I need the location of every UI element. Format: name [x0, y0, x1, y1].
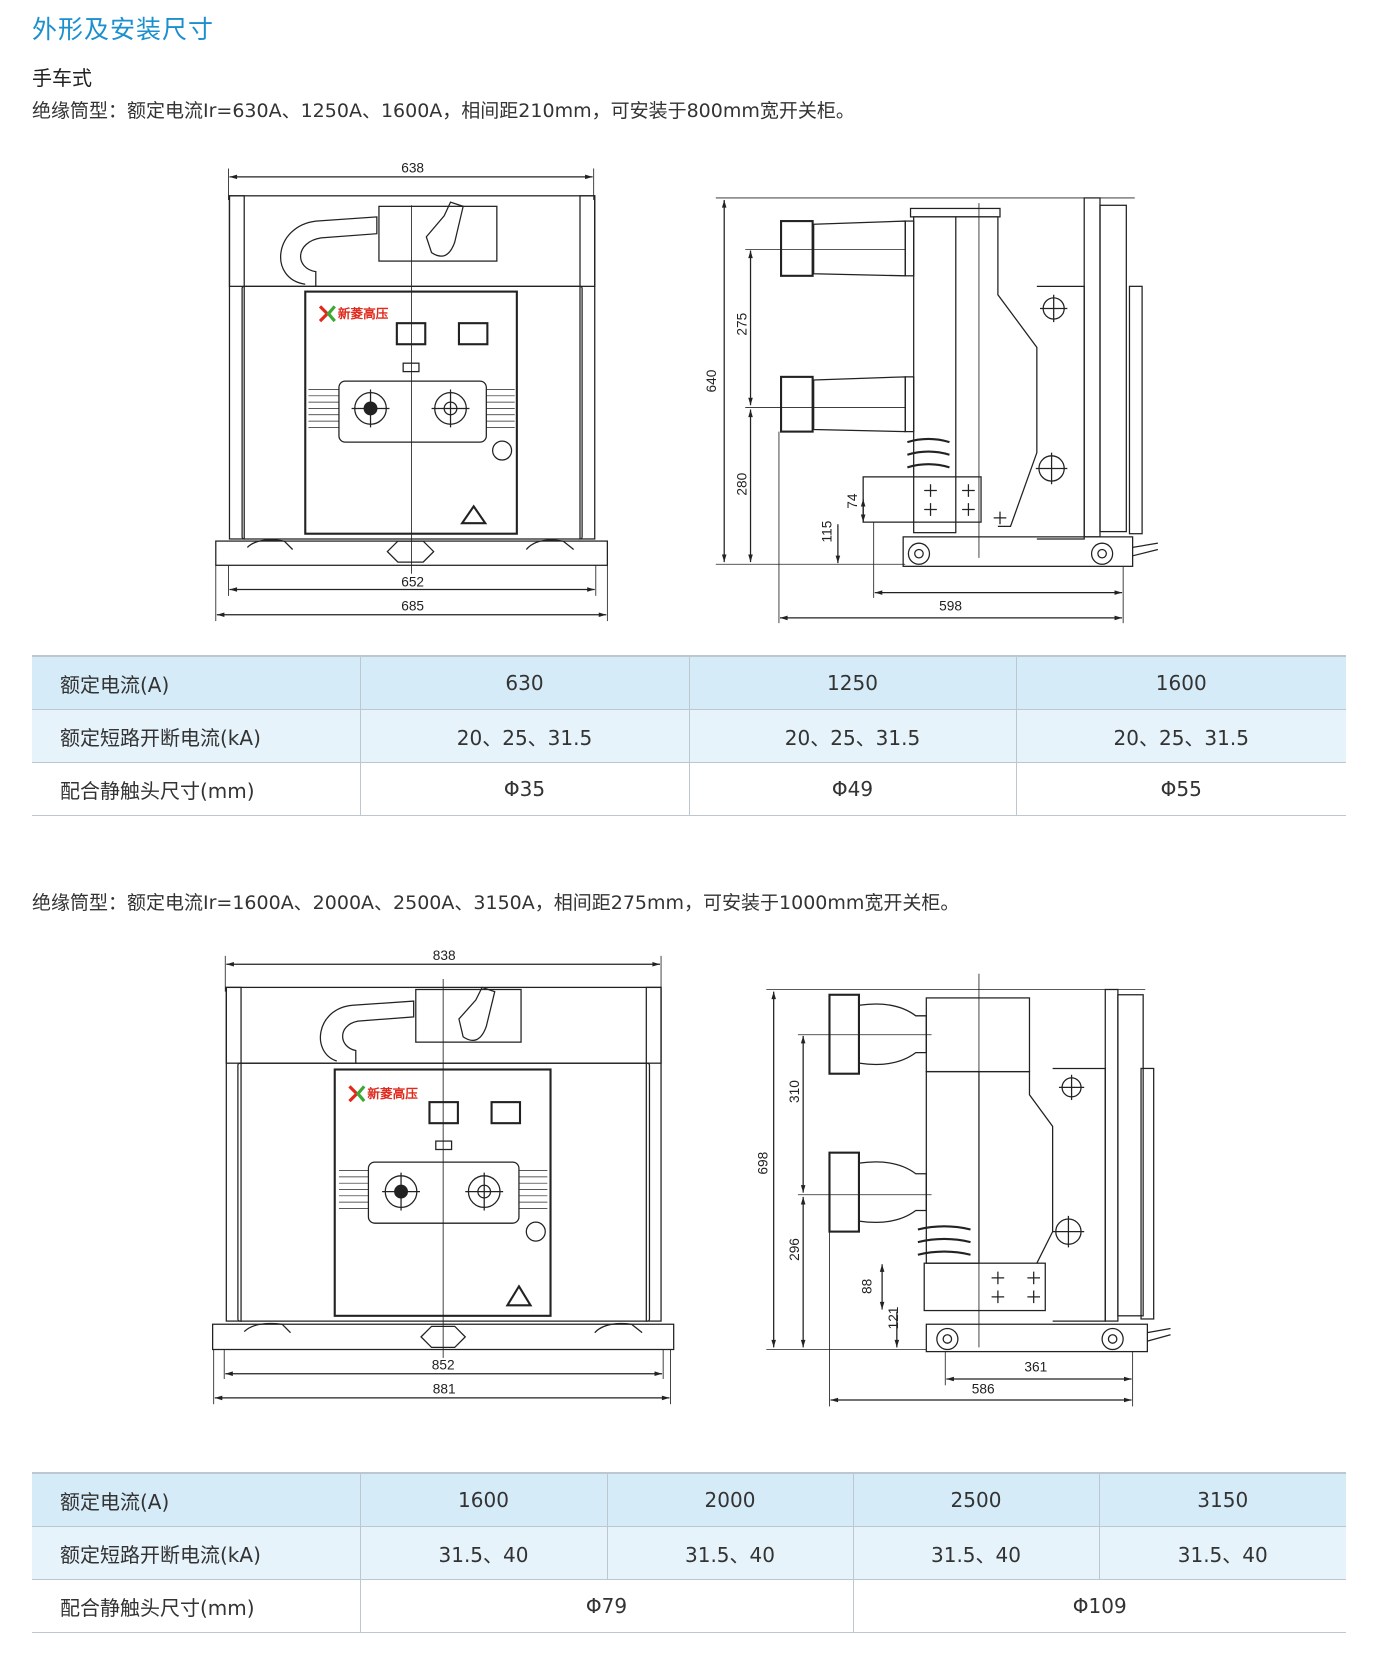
- spec-table-2: 额定电流(A) 1600 2000 2500 3150 额定短路开断电流(kA)…: [32, 1472, 1346, 1633]
- drawing2-front-view: 838 新菱高压 852 881: [212, 948, 675, 1405]
- svg-text:852: 852: [432, 1358, 455, 1373]
- logo: 新菱高压: [348, 1085, 418, 1103]
- trolley: [902, 536, 1134, 567]
- svg-text:640: 640: [704, 369, 719, 392]
- table-cell: 1250: [688, 655, 1016, 710]
- row-label: 配合静触头尺寸(mm): [32, 762, 360, 816]
- logo: 新菱高压: [318, 305, 389, 323]
- table-row: 配合静触头尺寸(mm) Φ79 Φ109: [32, 1579, 1346, 1633]
- control-panel: [304, 290, 518, 535]
- mechanism-box: [415, 988, 522, 1043]
- svg-text:598: 598: [939, 599, 962, 614]
- section-subtitle: 手车式: [32, 66, 92, 90]
- drawing1-front-view: 638 新菱高压 652 685: [215, 161, 608, 622]
- pole-column: [913, 216, 957, 534]
- table-cell: 20、25、31.5: [359, 709, 689, 763]
- table-cell: 630: [359, 655, 689, 710]
- page-title: 外形及安装尺寸: [32, 15, 215, 44]
- lower-bushing: [779, 375, 915, 433]
- drawing2-side-view: 698 310 296 88 121 361 586: [755, 973, 1171, 1407]
- table-cell: 2000: [606, 1472, 853, 1527]
- svg-text:838: 838: [433, 948, 456, 963]
- breaker-body: [241, 285, 583, 540]
- svg-text:310: 310: [787, 1080, 802, 1103]
- table-cell: 20、25、31.5: [1015, 709, 1346, 763]
- section2-description: 绝缘筒型：额定电流Ir=1600A、2000A、2500A、3150A，相间距2…: [32, 892, 960, 914]
- table-row: 配合静触头尺寸(mm) Φ35 Φ49 Φ55: [32, 762, 1346, 816]
- row-label: 额定电流(A): [32, 1472, 360, 1527]
- table-cell: 31.5、40: [1098, 1526, 1346, 1580]
- svg-text:88: 88: [860, 1278, 875, 1294]
- mechanism-box: [378, 205, 498, 262]
- svg-text:296: 296: [787, 1238, 802, 1261]
- contact-box: [923, 1262, 1046, 1312]
- table-cell: 1600: [359, 1472, 607, 1527]
- table-cell: Φ49: [688, 762, 1016, 816]
- drawing1-side-view: 640 275 280 74 115 598: [704, 197, 1159, 624]
- dimension-label: 685: [401, 599, 424, 614]
- table-cell: Φ35: [359, 762, 689, 816]
- svg-text:121: 121: [886, 1307, 901, 1330]
- warning-icon: [460, 504, 488, 525]
- svg-text:280: 280: [734, 472, 749, 495]
- table-row: 额定电流(A) 630 1250 1600: [32, 655, 1346, 710]
- upper-chamber: [225, 986, 662, 1064]
- row-label: 额定电流(A): [32, 655, 360, 710]
- table-cell: 31.5、40: [852, 1526, 1099, 1580]
- spec-table-1: 额定电流(A) 630 1250 1600 额定短路开断电流(kA) 20、25…: [32, 655, 1346, 816]
- trolley: [925, 1323, 1148, 1353]
- svg-text:881: 881: [433, 1382, 456, 1397]
- svg-text:74: 74: [845, 493, 860, 509]
- dimension-label: 638: [401, 161, 424, 176]
- table-cell: 2500: [852, 1472, 1099, 1527]
- control-panel: [333, 1068, 552, 1317]
- row-label: 配合静触头尺寸(mm): [32, 1579, 360, 1633]
- table-cell: Φ109: [852, 1579, 1346, 1633]
- table-cell: Φ79: [359, 1579, 853, 1633]
- breaker-body: [237, 1062, 651, 1322]
- row-label: 额定短路开断电流(kA): [32, 709, 360, 763]
- dimension-label: 652: [401, 574, 424, 589]
- table-cell: 31.5、40: [359, 1526, 607, 1580]
- section1-description: 绝缘筒型：额定电流Ir=630A、1250A、1600A，相间距210mm，可安…: [32, 100, 855, 122]
- lower-bushing: [828, 1151, 927, 1233]
- contact-box: [862, 476, 982, 523]
- table-cell: 3150: [1098, 1472, 1346, 1527]
- table-cell: 31.5、40: [606, 1526, 853, 1580]
- upper-bushing: [828, 993, 927, 1075]
- table-cell: 1600: [1015, 655, 1346, 710]
- svg-text:115: 115: [820, 520, 835, 542]
- upper-bushing: [779, 220, 915, 277]
- svg-text:275: 275: [734, 312, 749, 335]
- warning-icon: [505, 1284, 533, 1307]
- table-row: 额定电流(A) 1600 2000 2500 3150: [32, 1472, 1346, 1527]
- table-row: 额定短路开断电流(kA) 31.5、40 31.5、40 31.5、40 31.…: [32, 1526, 1346, 1580]
- svg-text:586: 586: [972, 1382, 995, 1397]
- pole-column: [925, 1070, 980, 1264]
- button-plate: [338, 380, 487, 443]
- row-label: 额定短路开断电流(kA): [32, 1526, 360, 1580]
- svg-text:新菱高压: 新菱高压: [367, 1086, 418, 1101]
- svg-text:698: 698: [755, 1151, 770, 1174]
- svg-text:361: 361: [1024, 1360, 1047, 1375]
- table-row: 额定短路开断电流(kA) 20、25、31.5 20、25、31.5 20、25…: [32, 709, 1346, 763]
- svg-text:新菱高压: 新菱高压: [338, 306, 389, 321]
- cable-chain: [280, 216, 378, 287]
- table-cell: 20、25、31.5: [688, 709, 1016, 763]
- table-cell: Φ55: [1015, 762, 1346, 816]
